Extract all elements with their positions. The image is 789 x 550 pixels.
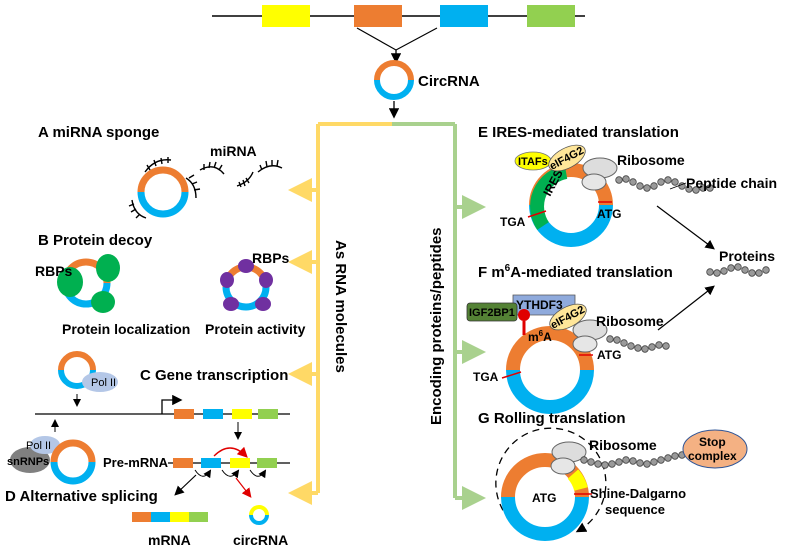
protein-localization-label: Protein localization [62,321,190,337]
pre-mrna-label: Pre-mRNA [103,455,169,470]
ythdf3-label: YTHDF3 [516,298,563,312]
pol2-bottom [30,436,60,454]
circrna-snrnp-complex [10,436,96,485]
gene-locus [212,5,585,64]
circrna-main [374,60,414,100]
eif4g2-e [548,144,586,172]
section-d-title: D Alternative splicing [5,488,158,505]
m6a-mark [518,309,530,321]
rbps-right-label: RBPs [252,250,290,266]
free-mirnas [199,159,283,188]
rolling-circrna [501,453,592,541]
snrnps-label: snRNPs [7,456,49,468]
shine-dalgarno-label-1: Shine-Dalgarno [590,486,686,501]
exon-blue [440,5,488,27]
ribosome-g-label: Ribosome [589,437,657,453]
igf2bp1-label: IGF2BP1 [469,307,515,319]
stop-complex [682,429,748,469]
itafs-label: ITAFs [518,156,548,168]
gene-transcription-locus [35,394,290,419]
circrna-label: CircRNA [418,73,480,90]
igf2bp1-box [466,302,518,322]
exon-yellow [262,5,310,27]
section-e-title: E IRES-mediated translation [478,124,679,141]
m6a-label: m6A [528,329,552,344]
ribosome-e-label: Ribosome [617,152,685,168]
atg-e-label: ATG [597,207,621,221]
pol2-bottom-label: Pol II [26,440,51,452]
protein-activity-label: Protein activity [205,321,306,337]
stop-label-2: complex [688,449,737,463]
exon-green [527,5,575,27]
pol2-top [82,372,118,392]
protein-decoy-left [57,254,120,313]
rbp-green [57,267,83,297]
ribosome-e [581,157,618,191]
pre-mrna-strand [168,446,290,479]
tga-e-label: TGA [500,215,526,229]
mirna-sponge-circrna [128,157,201,219]
m6a-circrna [501,326,594,414]
shine-dalgarno-label-2: sequence [605,502,665,517]
peptide-chain-label: Peptide chain [686,175,777,191]
encoding-label: Encoding proteins/peptides [428,227,445,425]
snrnps-blob [10,447,50,473]
rna-molecules-label: As RNA molecules [332,240,349,373]
mirna-label: miRNA [210,143,257,159]
section-f-title: F m6A-mediated translation [478,263,673,281]
protein-decoy-right [220,259,273,311]
protein-beads [706,263,770,277]
section-c-title: C Gene transcription [140,367,288,384]
eif4g2-f [549,303,587,331]
ires-circrna [527,163,613,247]
mrna-label: mRNA [148,532,191,548]
atg-f-label: ATG [597,348,621,362]
stop-label-1: Stop [699,435,726,449]
ribosome-g [550,441,587,475]
proteins-label: Proteins [719,248,775,264]
section-b-title: B Protein decoy [38,232,153,249]
rbp-green [96,254,120,282]
circrna-small-label: circRNA [233,532,288,548]
rbp-green [91,291,115,313]
ribosome-f [572,319,608,353]
section-a-title: A miRNA sponge [38,124,159,141]
pol2-top-label: Pol II [91,377,116,389]
circrna-pol2-top [58,351,118,392]
atg-g-label: ATG [532,491,556,505]
tga-f-label: TGA [473,370,499,384]
mature-mrna [132,512,208,522]
exon-orange [354,5,402,27]
section-g-title: G Rolling translation [478,410,626,427]
green-branch [392,122,486,510]
ribosome-f-label: Ribosome [596,313,664,329]
yellow-branch [288,122,392,505]
rbps-left-label: RBPs [35,263,73,279]
small-circrna [249,505,269,525]
